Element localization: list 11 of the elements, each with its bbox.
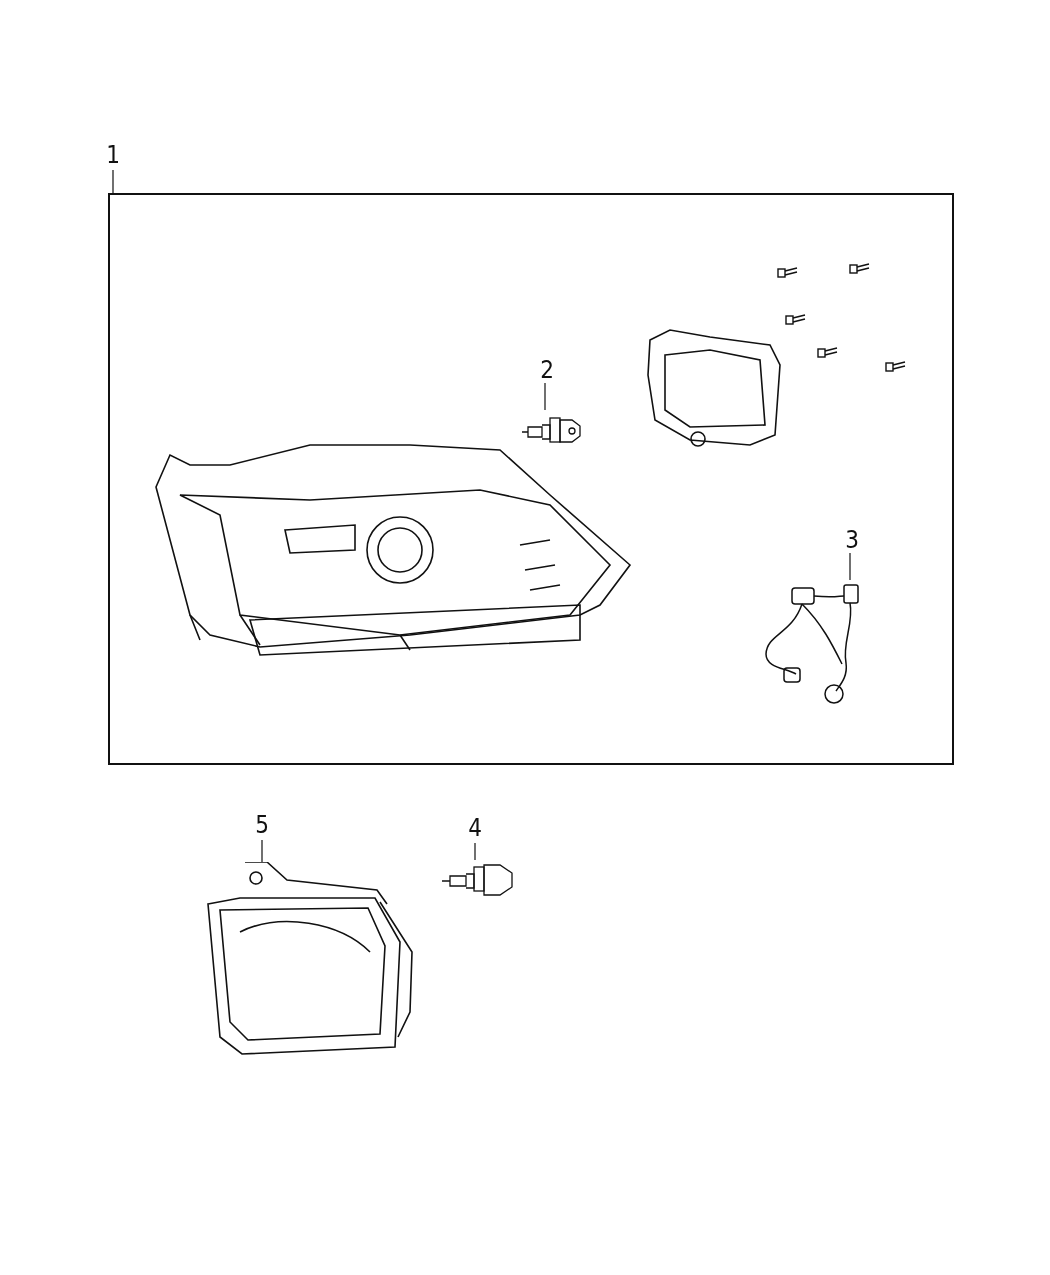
callout-number: 1 bbox=[103, 142, 123, 168]
leader-line bbox=[261, 839, 263, 863]
kit-frame bbox=[108, 193, 954, 765]
callout-number: 2 bbox=[536, 357, 558, 383]
leader-line bbox=[474, 842, 476, 861]
leader-line bbox=[544, 382, 546, 411]
callout-number: 3 bbox=[841, 527, 863, 553]
leader-line bbox=[112, 169, 114, 194]
leader-line bbox=[849, 552, 851, 581]
callout-number: 4 bbox=[464, 815, 486, 841]
callout-number: 5 bbox=[250, 812, 274, 838]
